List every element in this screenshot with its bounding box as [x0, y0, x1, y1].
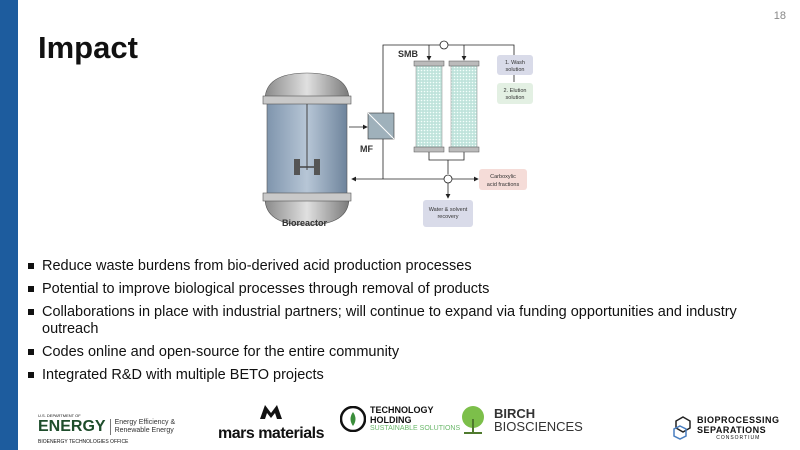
smb-columns [413, 60, 480, 153]
water-label-1: Water & solvent [429, 207, 468, 213]
doe-office: BIOENERGY TECHNOLOGIES OFFICE [38, 439, 129, 445]
elution-label-1: 2. Elution [504, 88, 527, 94]
birch-l1: BIRCH [494, 405, 536, 421]
birch-l2: BIOSCIENCES [494, 418, 583, 434]
carboxylic-label-1: Carboxylic [490, 174, 516, 180]
bsc-l1: BIOPROCESSING [697, 415, 780, 425]
page-number: 18 [773, 10, 786, 22]
bullet-item: Potential to improve biological processe… [26, 281, 756, 298]
doe-name: ENERGY [38, 418, 106, 435]
tech-l2: HOLDING [370, 415, 412, 425]
microfilter [367, 112, 395, 140]
bullet-item: Integrated R&D with multiple BETO projec… [26, 367, 756, 384]
bullet-item: Collaborations in place with industrial … [26, 304, 756, 338]
bullet-list: Reduce waste burdens from bio-derived ac… [26, 258, 756, 390]
tech-l3: SUSTAINABLE SOLUTIONS [370, 425, 461, 432]
slide-title: Impact [38, 30, 138, 65]
accent-sidebar [0, 0, 18, 450]
wash-label-1: 1. Wash [505, 60, 525, 66]
smb-process-diagram: Bioreactor MF SMB 1. Wash solution 2. El… [262, 40, 533, 228]
wash-label-2: solution [506, 67, 525, 73]
bullet-item: Reduce waste burdens from bio-derived ac… [26, 258, 756, 275]
hexagon-icon [673, 416, 691, 440]
bsc-l3: CONSORTIUM [716, 435, 761, 441]
tree-icon [462, 406, 484, 434]
elution-label-2: solution [506, 95, 525, 101]
bioreactor-label: Bioreactor [282, 218, 328, 228]
water-label-2: recovery [437, 214, 458, 220]
bullet-item: Codes online and open-source for the ent… [26, 344, 756, 361]
eere-1: Energy Efficiency & [114, 419, 176, 426]
tech-l1: TECHNOLOGY [370, 405, 434, 415]
eere-2: Renewable Energy [114, 427, 174, 434]
mars-name: mars materials [218, 425, 324, 442]
bsc-l2: SEPARATIONS [697, 425, 767, 435]
mf-label: MF [360, 144, 373, 154]
bioreactor-vessel [262, 72, 352, 226]
doe-logo: U.S. DEPARTMENT OF ENERGY Energy Efficie… [38, 413, 175, 445]
carboxylic-label-2: acid fractions [487, 182, 520, 188]
smb-label: SMB [398, 49, 419, 59]
mars-mark-icon [259, 405, 282, 419]
doe-top: U.S. DEPARTMENT OF [38, 413, 81, 418]
drop-icon [340, 405, 366, 432]
mars-materials-logo: mars materials [218, 402, 324, 443]
